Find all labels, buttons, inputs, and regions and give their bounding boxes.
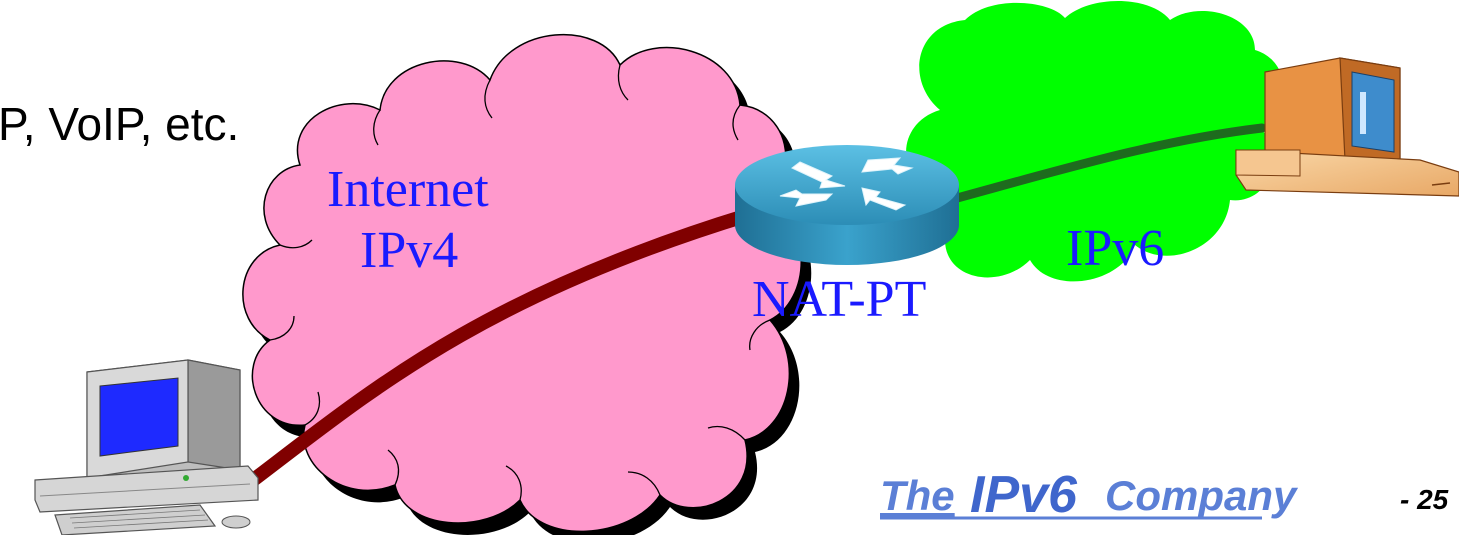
slide-bullet-text: P, VoIP, etc. — [0, 98, 239, 150]
ipv4-cloud-shape — [242, 33, 802, 532]
ipv6-cloud-label: IPv6 — [1066, 220, 1164, 277]
ipv4-cloud-label-line2: IPv4 — [360, 222, 458, 279]
ipv6-cloud — [904, 0, 1285, 282]
ipv4-cloud-scallops — [269, 64, 771, 501]
company-logo: The IPv6 Company — [880, 466, 1299, 524]
ipv6-link — [945, 123, 1267, 205]
ipv4-host-screen — [99, 377, 179, 457]
ipv4-link — [233, 208, 755, 497]
ipv6-cloud-shape — [904, 0, 1285, 282]
logo-suffix: Company — [1105, 472, 1299, 519]
logo-prefix: The — [880, 472, 955, 519]
ipv6-host-screen — [1351, 71, 1395, 153]
ipv4-host-computer — [34, 359, 259, 535]
router-arrows-icon — [779, 157, 914, 211]
ipv4-cloud — [242, 33, 812, 535]
nat-pt-router — [735, 145, 959, 265]
page-number: - 25 — [1400, 484, 1449, 515]
ipv4-cloud-label-line1: Internet — [327, 161, 489, 218]
logo-brand: IPv6 — [970, 466, 1078, 524]
ipv6-host-computer — [1235, 57, 1459, 197]
router-label: NAT-PT — [752, 271, 926, 328]
router-top — [735, 145, 959, 225]
